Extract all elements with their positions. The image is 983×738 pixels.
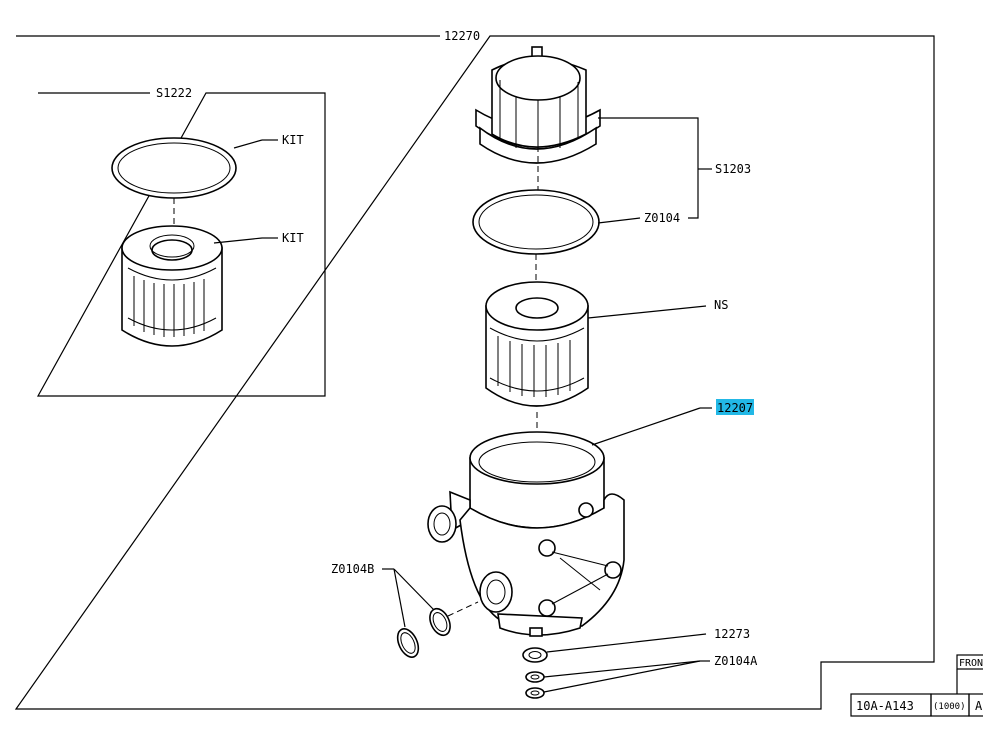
- label-z0104: Z0104: [644, 211, 680, 225]
- label-z0104a: Z0104A: [714, 654, 758, 668]
- washer-12273: [522, 647, 548, 663]
- label-ns: NS: [714, 298, 728, 312]
- assembly-frame: [14, 35, 935, 710]
- o-ring-z0104: [472, 189, 600, 255]
- kit-frame: [36, 92, 326, 397]
- filter-housing: [427, 431, 625, 637]
- assembly-number: 12270: [444, 29, 480, 43]
- title-cut: A: [975, 699, 983, 713]
- label-s1203: S1203: [715, 162, 751, 176]
- label-12273: 12273: [714, 627, 750, 641]
- filter-cap: [475, 46, 601, 164]
- label-12207-highlight: [716, 399, 754, 415]
- kit-label-filter: KIT: [282, 231, 304, 245]
- title-ref: 10A-A143: [856, 699, 914, 713]
- title-code: (1000): [933, 702, 966, 712]
- kit-filter-element: [121, 225, 223, 347]
- title-front: FRON: [959, 658, 983, 669]
- kit-label-o-ring: KIT: [282, 133, 304, 147]
- washer-z0104a-lower: [525, 687, 545, 699]
- kit-number: S1222: [156, 86, 192, 100]
- o-ring-z0104b-right: [429, 607, 451, 637]
- title-block: [850, 654, 983, 717]
- o-ring-z0104b-left: [396, 628, 420, 658]
- label-z0104b: Z0104B: [331, 562, 374, 576]
- washer-z0104a-upper: [525, 671, 545, 683]
- kit-o-ring: [111, 137, 237, 199]
- filter-element-ns: [485, 281, 589, 407]
- label-12207: 12207: [717, 401, 753, 415]
